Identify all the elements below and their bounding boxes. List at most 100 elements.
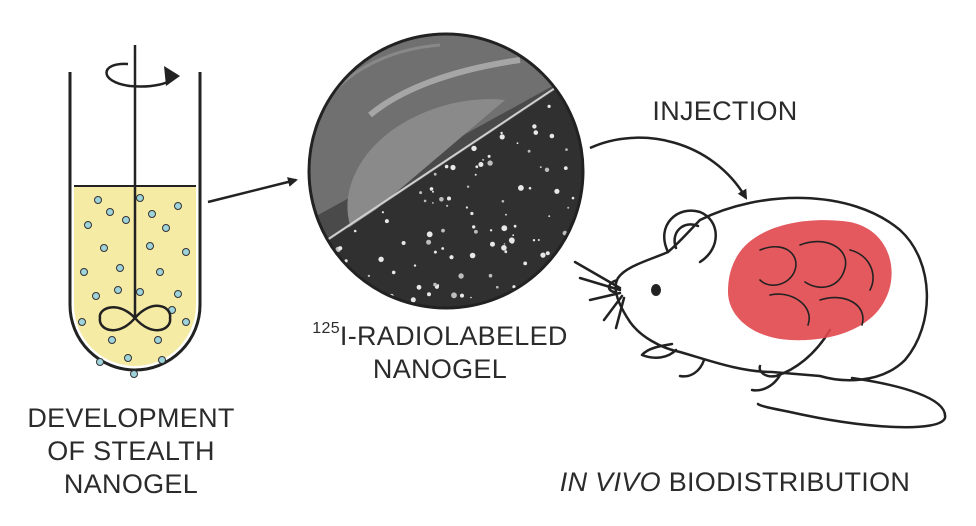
- nanoparticle-dot: [337, 270, 343, 275]
- particle-dot: [162, 224, 170, 232]
- nanogel-caption-line1: 125I-RADIOLABELED: [290, 320, 590, 353]
- nanoparticle-dot: [596, 88, 600, 92]
- particle-dot: [94, 196, 102, 204]
- nanoparticle-dot: [316, 251, 321, 255]
- nanoparticle-dot: [416, 284, 422, 290]
- nanoparticle-dot: [492, 303, 494, 306]
- nanoparticle-dot: [587, 193, 589, 195]
- nanoparticle-dot: [353, 229, 357, 233]
- biodistribution-text: BIODISTRIBUTION: [660, 467, 911, 497]
- nanoparticle-dot: [516, 142, 519, 145]
- tube-caption-line3: NANOGEL: [63, 469, 199, 499]
- nanoparticle-dot: [518, 185, 524, 191]
- particle-dot: [84, 221, 92, 229]
- tube-outline: [68, 72, 202, 372]
- nanoparticle-dot: [523, 261, 528, 266]
- nanoparticle-dot: [546, 314, 551, 319]
- nanoparticle-dot: [370, 305, 374, 308]
- nanoparticle-dot: [326, 259, 333, 266]
- nanoparticle-dot: [472, 225, 476, 229]
- injection-caption: INJECTION: [652, 96, 798, 126]
- nanoparticle-dot: [505, 213, 507, 216]
- nanoparticle-dot: [589, 291, 592, 294]
- nanoparticle-dot: [441, 247, 445, 250]
- particle-dot: [78, 318, 86, 326]
- nanoparticle-dot: [537, 239, 540, 241]
- nanoparticle-dot: [441, 312, 447, 318]
- nanoparticle-dot: [475, 165, 479, 169]
- nanogel-caption-line2: NANOGEL: [372, 354, 508, 384]
- nanoparticle-dot: [585, 108, 588, 111]
- nanoparticle-dot: [471, 145, 477, 152]
- nanoparticle-dot: [500, 131, 503, 135]
- nanoparticle-dot: [444, 164, 449, 169]
- nanoparticle-dot: [584, 256, 586, 258]
- nanoparticle-dot: [501, 245, 507, 251]
- nanoparticle-dot: [470, 296, 472, 299]
- tem-micrograph: [307, 32, 600, 319]
- particle-dot: [182, 248, 190, 256]
- nanoparticle-dot: [554, 188, 560, 194]
- nanoparticle-dot: [334, 263, 341, 270]
- nanoparticle-dot: [527, 149, 531, 153]
- nanoparticle-dot: [380, 299, 385, 305]
- particle-dot: [136, 288, 144, 296]
- nanoparticle-dot: [426, 231, 433, 238]
- nanoparticle-dot: [533, 130, 539, 135]
- nanoparticle-dot: [545, 251, 550, 256]
- particle-dot: [156, 268, 164, 276]
- mouse-tail: [756, 376, 947, 429]
- nanoparticle-dot: [433, 172, 437, 176]
- nanoparticle-dot: [378, 256, 384, 262]
- particle-dot: [136, 194, 144, 202]
- nanoparticle-dot: [401, 312, 406, 317]
- nanoparticle-dot: [565, 148, 568, 151]
- nanoparticle-dot: [540, 252, 546, 258]
- nanoparticle-dot: [504, 250, 508, 254]
- nanoparticle-dot: [503, 243, 506, 245]
- nanoparticle-dot: [488, 273, 493, 278]
- nanoparticle-dot: [439, 197, 444, 202]
- nanoparticle-dot: [410, 297, 416, 303]
- particle-dot: [154, 336, 162, 344]
- nanoparticle-dot: [548, 215, 551, 218]
- nanoparticle-dot: [508, 237, 515, 244]
- nanoparticle-dot: [496, 285, 499, 289]
- nanoparticle-dot: [329, 285, 332, 289]
- nanoparticle-dot: [429, 187, 434, 191]
- nanogel-caption: 125I-RADIOLABELED NANOGEL: [290, 320, 590, 386]
- mouse-illustration: [573, 196, 947, 429]
- nanogel-caption-line1-text: I-RADIOLABELED: [339, 321, 568, 351]
- nanoparticle-dot: [575, 281, 581, 287]
- nanoparticle-dot: [539, 166, 542, 169]
- nanoparticle-dot: [567, 206, 570, 209]
- nanoparticle-dot: [381, 211, 384, 214]
- nanoparticle-dot: [550, 306, 554, 308]
- nanoparticle-dot: [569, 236, 575, 243]
- nanoparticle-dot: [513, 224, 517, 228]
- injection-arrow: [589, 136, 748, 200]
- nanoparticle-dot: [441, 228, 445, 233]
- nanoparticle-dot: [384, 219, 389, 224]
- nanoparticle-dot: [487, 160, 493, 166]
- test-tube: [68, 45, 202, 378]
- nanoparticle-dot: [534, 295, 539, 300]
- particle-dot: [130, 370, 138, 378]
- nanoparticle-dot: [432, 190, 434, 193]
- isotope-superscript: 125: [312, 320, 340, 337]
- particle-dot: [122, 216, 130, 224]
- arrow-to-nanogel: [207, 177, 298, 204]
- nanoparticle-dot: [528, 186, 532, 190]
- nanoparticle-dot: [333, 277, 339, 283]
- nanoparticle-dot: [532, 124, 537, 129]
- nanoparticle-dot: [423, 199, 427, 203]
- particle-dot: [106, 208, 114, 216]
- nanoparticle-dot: [591, 105, 593, 107]
- nanoparticle-dot: [501, 225, 508, 232]
- nanoparticle-dot: [446, 204, 449, 207]
- particle-dot: [158, 356, 166, 364]
- rotation-arrow-icon: [105, 62, 176, 88]
- tube-caption-line2: OF STEALTH: [47, 436, 215, 466]
- tube-caption-line1: DEVELOPMENT: [27, 403, 235, 433]
